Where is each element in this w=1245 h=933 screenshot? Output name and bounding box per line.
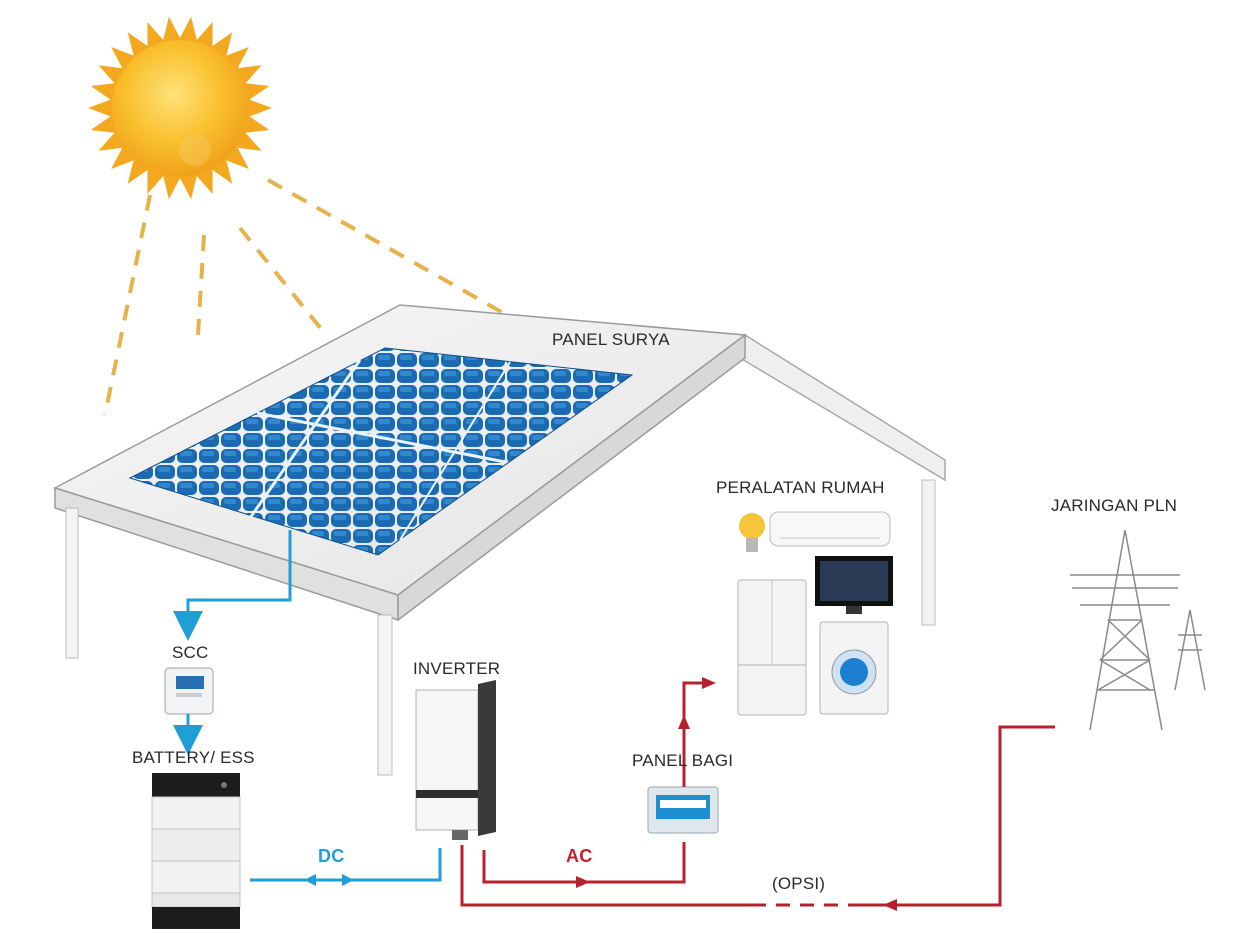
distribution-panel-icon <box>647 786 719 834</box>
refrigerator-icon <box>737 579 807 716</box>
ac-arrow-icon <box>576 876 590 888</box>
solar-panel-icon <box>128 347 634 556</box>
washing-machine-icon <box>819 621 889 715</box>
inverter-icon <box>415 680 496 840</box>
label-peralatan-rumah: PERALATAN RUMAH <box>716 478 885 497</box>
battery-stack-icon <box>151 773 241 929</box>
dc-line <box>250 848 442 882</box>
appliance-arrow-icon <box>702 677 716 689</box>
grid-line <box>862 725 1055 907</box>
label-dc: DC <box>318 846 345 866</box>
sun-icon <box>88 16 272 200</box>
label-jaringan-pln: JARINGAN PLN <box>1051 496 1178 515</box>
panel-up-arrow-icon <box>678 715 690 729</box>
grid-arrow-icon <box>883 899 897 911</box>
label-inverter: INVERTER <box>413 659 501 678</box>
panel-to-scc-line <box>173 530 292 641</box>
label-panel-surya: PANEL SURYA <box>552 330 670 349</box>
television-icon <box>815 556 893 614</box>
dc-arrow-left-icon <box>304 874 316 886</box>
label-opsi: (OPSI) <box>772 874 826 893</box>
panel-to-appliances-line <box>682 681 706 787</box>
label-scc: SCC <box>172 643 209 662</box>
label-ac: AC <box>566 846 593 866</box>
grid-to-inverter-line <box>460 845 752 907</box>
transmission-tower-icon <box>1070 529 1206 731</box>
light-bulb-icon <box>739 513 765 552</box>
charge-controller-icon <box>164 667 214 715</box>
dc-arrow-right-icon <box>342 874 354 886</box>
label-battery: BATTERY/ ESS <box>132 748 255 767</box>
air-conditioner-icon <box>769 511 891 547</box>
sunlight-rays <box>103 178 513 416</box>
label-panel-bagi: PANEL BAGI <box>632 751 734 770</box>
